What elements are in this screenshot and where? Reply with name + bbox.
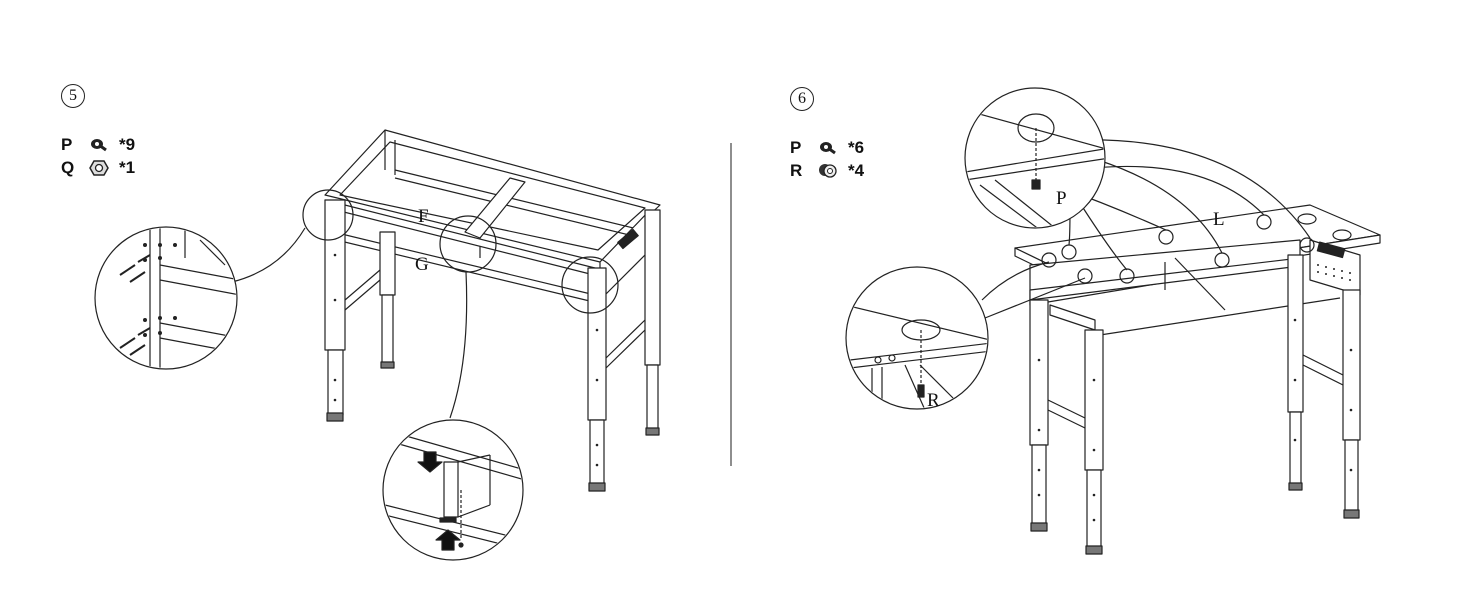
step-5-bottom-detail [382, 419, 524, 561]
washer-icon [819, 164, 837, 178]
part-letter: P [790, 138, 802, 157]
front-left-leg [1029, 299, 1049, 446]
part-qty: *6 [848, 138, 865, 157]
drawer-rail [1049, 304, 1096, 331]
right-brace [1302, 354, 1344, 376]
part-qty: *9 [119, 135, 136, 154]
bolt-icon [820, 142, 836, 155]
part-letter: Q [61, 158, 75, 177]
front-left-leg [324, 199, 346, 351]
back-left-foot [380, 361, 395, 369]
front-left-leg-extension [1031, 444, 1047, 526]
brand-label-plate [617, 228, 639, 250]
top-frame-outline [324, 129, 661, 263]
pegboard-holes [1317, 264, 1351, 281]
front-right-leg [1084, 329, 1104, 471]
front-left-leg-extension [327, 349, 344, 416]
label-f: F [418, 206, 429, 227]
top-frame-inner [339, 141, 646, 251]
leader-arc-2 [1074, 139, 1311, 239]
leg-holes [333, 253, 599, 467]
front-left-foot [1030, 522, 1048, 532]
step-5-left-detail [94, 226, 238, 370]
leader-to-left-detail [231, 227, 306, 283]
back-left-foot [1288, 482, 1303, 491]
back-crossbar [394, 169, 651, 233]
center-support-side [1174, 257, 1226, 311]
right-brace-lower [1302, 364, 1344, 386]
hex-nut-icon [89, 160, 109, 176]
part-qty: *4 [848, 161, 865, 180]
front-right-foot [1085, 545, 1103, 555]
bolt-icon [91, 139, 107, 152]
part-letter: P [61, 135, 73, 154]
right-brace-lower [605, 329, 646, 369]
part-qty: *1 [119, 158, 136, 177]
leg-holes [1037, 318, 1353, 522]
back-right-leg-extension [646, 364, 659, 431]
step-5-number: 5 [61, 84, 85, 108]
label-l: L [1213, 209, 1225, 230]
back-left-leg-extension [381, 294, 394, 366]
left-brace [344, 269, 381, 301]
label-p: P [1056, 188, 1067, 209]
back-right-foot [1343, 509, 1360, 519]
center-support [464, 177, 526, 239]
leader-to-center-detail [449, 271, 468, 419]
front-right-leg-extension [1086, 469, 1102, 549]
leader-arc-6 [1097, 159, 1223, 254]
brand-label-plate [1316, 241, 1346, 259]
back-left-leg [1287, 254, 1304, 413]
left-brace-lower [344, 279, 381, 311]
label-g: G [415, 254, 429, 275]
step-6-number: 6 [790, 87, 814, 111]
leader-to-left-detail [981, 261, 1050, 301]
step-6-left-detail [845, 266, 989, 410]
back-right-leg [1342, 289, 1361, 441]
screw-position-markers [1041, 214, 1315, 284]
right-brace [605, 319, 646, 359]
part-letter: R [790, 161, 803, 180]
step-5-frame [231, 129, 661, 492]
front-right-leg [587, 267, 607, 421]
label-r: R [927, 390, 940, 411]
leader-to-left-detail-2 [984, 277, 1086, 319]
right-joint-callout [561, 256, 619, 314]
front-right-foot [588, 482, 606, 492]
front-left-foot [326, 412, 344, 422]
left-brace-lower [1047, 409, 1086, 429]
back-right-foot [645, 427, 660, 436]
detail-bolts [119, 254, 151, 356]
back-rail [1099, 297, 1341, 336]
center-joint-callout [439, 215, 497, 273]
back-left-leg-extension [1289, 411, 1302, 486]
arrow-up-icon [435, 529, 461, 551]
arrow-down-icon [417, 451, 443, 473]
back-right-leg-extension [1344, 439, 1359, 513]
back-crossbar-lower [394, 177, 651, 241]
step-6-upper-detail [964, 87, 1106, 229]
leader-arc-4 [1077, 199, 1128, 271]
front-right-leg-extension [589, 419, 605, 486]
left-joint-callout [302, 189, 354, 241]
step-6-table [981, 139, 1381, 555]
back-right-leg [644, 209, 661, 366]
back-left-leg [379, 231, 396, 296]
left-brace [1047, 399, 1086, 419]
